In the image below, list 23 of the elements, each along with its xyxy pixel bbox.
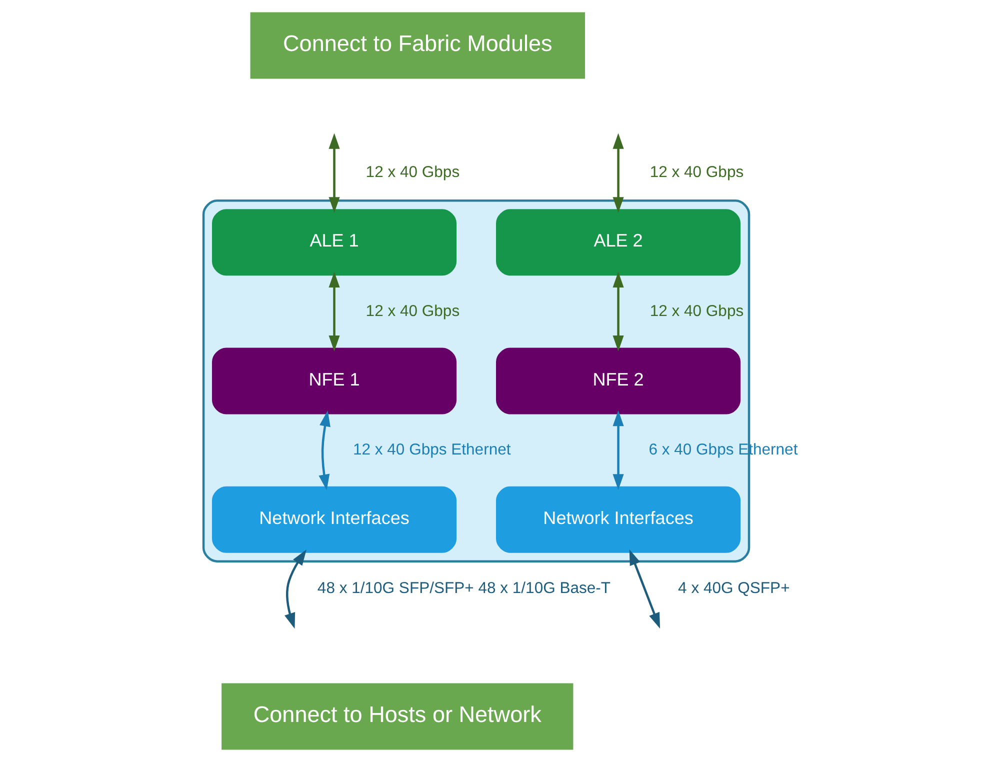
node-box: Connect to Hosts or Network <box>222 683 574 750</box>
arrow <box>612 272 624 352</box>
node-box: NFE 1 <box>212 348 457 414</box>
edge-label: 12 x 40 Gbps <box>366 302 460 320</box>
edge-label: 12 x 40 Gbps <box>650 164 744 182</box>
node-box: ALE 2 <box>496 209 741 276</box>
arrow <box>629 549 660 629</box>
edge-label: 12 x 40 Gbps Ethernet <box>352 441 511 458</box>
node-box: NFE 2 <box>496 348 741 414</box>
arrow <box>612 410 624 490</box>
node-box: Network Interfaces <box>212 486 457 553</box>
arrow <box>328 133 340 213</box>
edge-label: 48 x 1/10G SFP/SFP+ 48 x 1/10G Base-T <box>317 580 611 598</box>
arrow <box>318 410 330 490</box>
edge-label: 12 x 40 Gbps <box>650 302 744 320</box>
node-box: Network Interfaces <box>496 486 741 553</box>
node-box: Connect to Fabric Modules <box>250 12 586 79</box>
arrow <box>284 550 306 629</box>
edge-label: 4 x 40G QSFP+ <box>678 580 790 598</box>
arrow <box>612 133 624 213</box>
node-box: ALE 1 <box>212 209 457 276</box>
edge-label: 12 x 40 Gbps <box>366 164 460 182</box>
arrow <box>328 272 340 352</box>
